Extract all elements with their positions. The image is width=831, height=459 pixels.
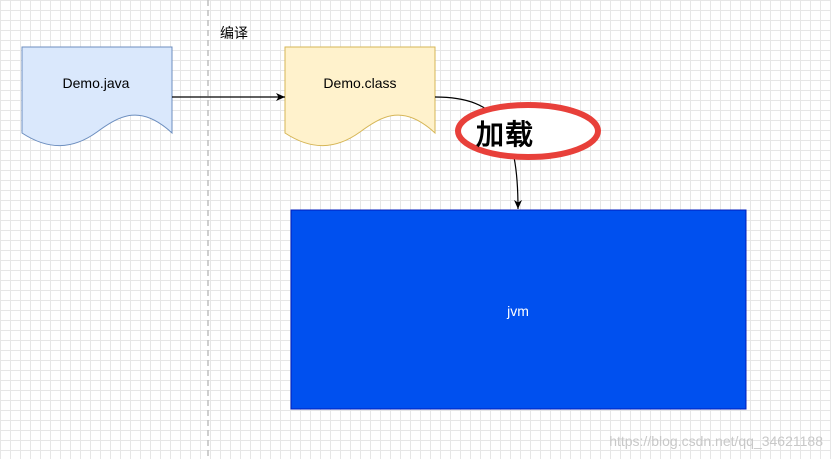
jvm-shape (290, 209, 747, 410)
demo-java-label: Demo.java (63, 75, 130, 91)
demo-class-shape (284, 46, 436, 147)
load-label: 加载 (476, 118, 535, 151)
jvm-node[interactable]: jvm (290, 209, 747, 410)
jvm-label: jvm (506, 303, 529, 319)
demo-class-label: Demo.class (323, 75, 396, 91)
demo-java-shape (21, 46, 173, 147)
load-highlight-ellipse (455, 102, 601, 160)
compile-label: 编译 (220, 26, 248, 42)
demo-java-node[interactable]: Demo.java (21, 46, 173, 147)
demo-class-node[interactable]: Demo.class (284, 46, 436, 147)
watermark: https://blog.csdn.net/qq_34621188 (609, 433, 823, 449)
